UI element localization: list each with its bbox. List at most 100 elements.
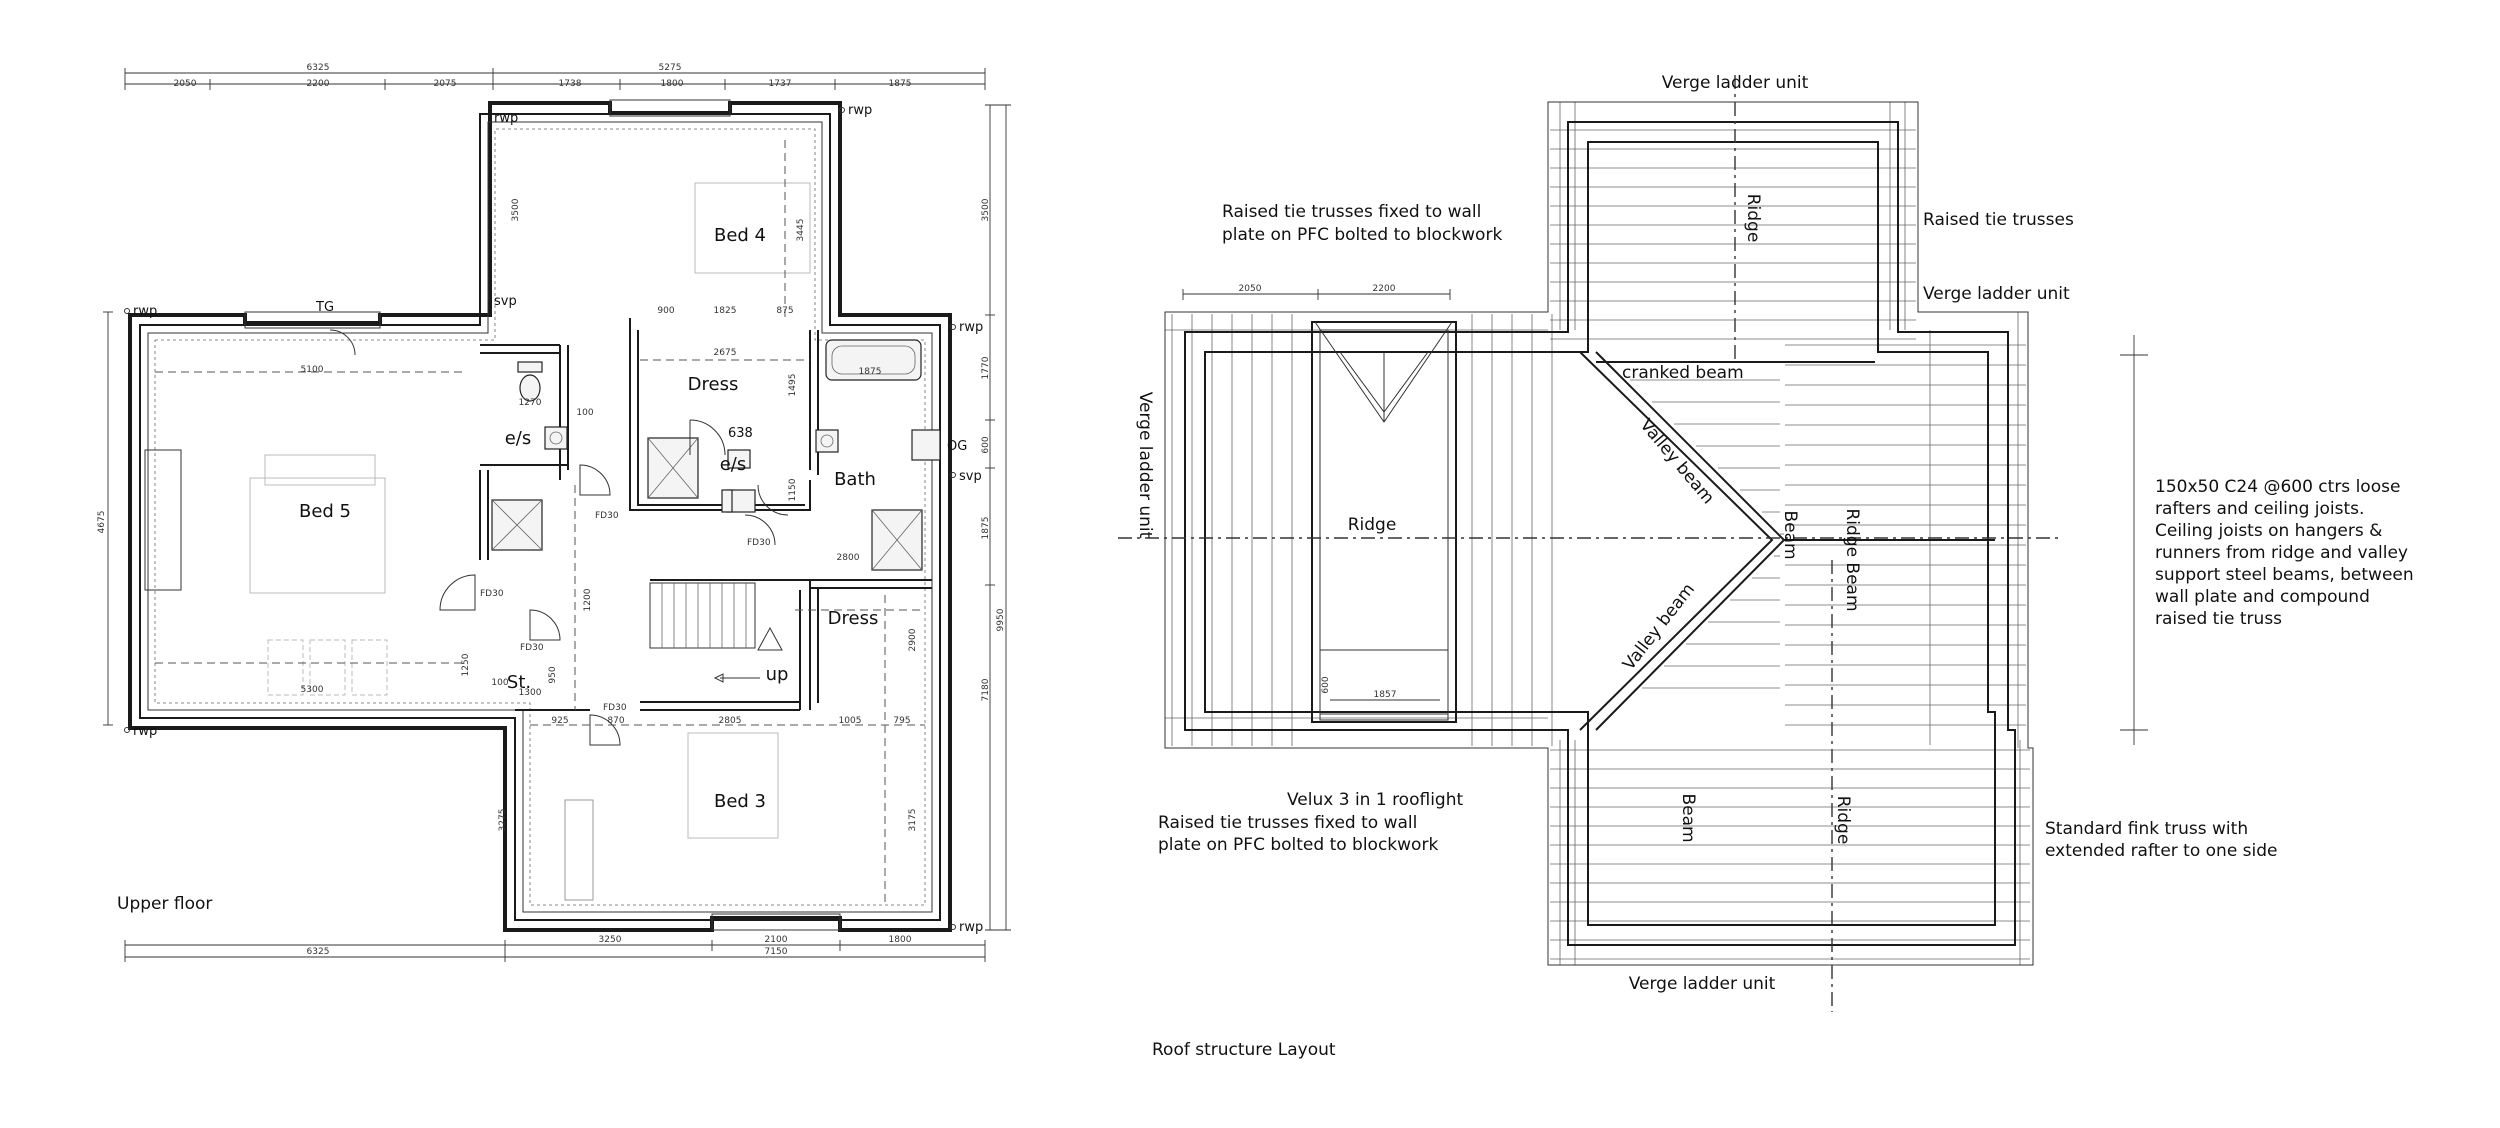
dim-top-total-left: 6325	[307, 63, 330, 73]
rwp-tag: rwp	[848, 103, 872, 118]
velux-rooflight-zone: 1857 600	[1311, 321, 1457, 723]
rwp-tag: rwp	[133, 304, 157, 319]
dim-top-seg: 2200	[307, 79, 330, 89]
dim-bot-seg: 1800	[889, 935, 912, 945]
label-ridge-top: Ridge	[1743, 194, 1763, 243]
stair-up-label: up	[766, 664, 789, 685]
fire-door-tag: FD30	[747, 538, 771, 548]
dim-mid: 870	[607, 716, 624, 726]
label-verge-right: Verge ladder unit	[1923, 284, 2070, 304]
roof-caption: Roof structure Layout	[1152, 1040, 1336, 1060]
dim-mid: 1250	[461, 653, 471, 676]
spec-line-5: support steel beams, between	[2155, 565, 2414, 585]
rafter-grid	[1165, 102, 2030, 965]
dim-mid: 1875	[859, 367, 882, 377]
dim-bed5-w: 5100	[301, 365, 324, 375]
external-walls	[128, 99, 952, 932]
og-tag: OG	[947, 439, 967, 454]
dim-mid: 875	[776, 306, 793, 316]
dim-top-seg: 2050	[174, 79, 197, 89]
label-cranked-beam: cranked beam	[1622, 363, 1744, 383]
label-verge-left: Verge ladder unit	[1135, 392, 1155, 539]
dim-mid: 1005	[839, 716, 862, 726]
dim-mid: 900	[657, 306, 674, 316]
dim-mid: 795	[893, 716, 910, 726]
label-verge-bottom: Verge ladder unit	[1629, 974, 1776, 994]
dim-mid: 2800	[837, 553, 860, 563]
dim-right-seg: 3500	[981, 198, 991, 221]
label-beam-2: Beam	[1678, 793, 1698, 842]
fire-door-tag: FD30	[595, 511, 619, 521]
dim-mid: 100	[491, 678, 508, 688]
label-valley-beam-2: Valley beam	[1619, 580, 1699, 675]
svp-tag: svp	[494, 294, 517, 309]
dim-mid: 1495	[788, 374, 798, 397]
svp-tag: svp	[959, 469, 982, 484]
room-ensuite-2: e/s	[720, 454, 747, 475]
label-velux: Velux 3 in 1 rooflight	[1287, 790, 1463, 810]
dim-mid: 1150	[788, 478, 798, 501]
bottom-dimension-chain: 3250 2100 1800 6325 7150	[124, 935, 986, 962]
label-raised-fixed-top-2: plate on PFC bolted to blockwork	[1222, 225, 1502, 245]
roof-right-dimension	[2120, 335, 2148, 745]
roof-outline	[1164, 101, 2034, 966]
spec-line-3: Ceiling joists on hangers &	[2155, 521, 2382, 541]
spec-line-1: 150x50 C24 @600 ctrs loose	[2155, 477, 2400, 497]
valley-beams	[1579, 351, 1995, 731]
roof-dim: 2200	[1373, 284, 1396, 294]
door-swings	[329, 329, 789, 746]
label-fink-2: extended rafter to one side	[2045, 841, 2278, 861]
room-dress-1: Dress	[688, 374, 739, 395]
fire-door-tag: FD30	[603, 703, 627, 713]
dim-top-seg: 1875	[889, 79, 912, 89]
dim-mid: 950	[548, 666, 558, 683]
dim-bed5-w2: 5300	[301, 685, 324, 695]
roof-dimension-chain: 2050 2200	[1182, 284, 1451, 300]
dim-mid: 2900	[908, 628, 918, 651]
spec-line-7: raised tie truss	[2155, 609, 2282, 629]
rooflight-dim: 1857	[1374, 690, 1397, 700]
dim-top-seg: 2075	[434, 79, 457, 89]
dim-mid: 1300	[519, 688, 542, 698]
ridge-centrelines	[1118, 75, 2060, 1012]
dim-mid: 925	[551, 716, 568, 726]
dim-638: 638	[728, 426, 753, 441]
dim-bed3-h: 3275	[498, 809, 508, 832]
dim-bot-seg: 3250	[599, 935, 622, 945]
dim-right-seg: 1875	[981, 517, 991, 540]
interior-dimensions: 3500 3445 5100 5300 900 1825 875 2675 14…	[301, 198, 918, 831]
dim-mid: 1270	[519, 398, 542, 408]
label-ridge-left: Ridge	[1348, 515, 1397, 535]
spec-line-6: wall plate and compound	[2155, 587, 2370, 607]
dim-right-seg: 7180	[981, 678, 991, 701]
dim-bed4-h: 3500	[511, 198, 521, 221]
tg-tag: TG	[315, 300, 334, 315]
room-dress-2: Dress	[828, 608, 879, 629]
dim-bed4-w: 3445	[796, 219, 806, 242]
label-beam-1: Beam	[1780, 510, 1800, 559]
room-bed5: Bed 5	[299, 501, 351, 522]
label-verge-top: Verge ladder unit	[1662, 73, 1809, 93]
rwp-tag: rwp	[959, 320, 983, 335]
room-bed3: Bed 3	[714, 791, 766, 812]
plan-tags: rwp rwp rwp rwp rwp rwp svp svp TG OG FD…	[124, 103, 983, 935]
room-bath: Bath	[834, 469, 876, 490]
spec-line-4: runners from ridge and valley	[2155, 543, 2408, 563]
top-dimension-chain: 6325 5275 2050 2200 2075 1738 1800 1737 …	[124, 63, 986, 90]
roof-dim: 2050	[1239, 284, 1262, 294]
dim-top-seg: 1737	[769, 79, 792, 89]
dim-bot-total-right: 7150	[765, 947, 788, 957]
dim-bed3-w: 3175	[908, 809, 918, 832]
label-raised-fixed-top-1: Raised tie trusses fixed to wall	[1222, 202, 1481, 222]
dim-mid: 2805	[719, 716, 742, 726]
label-raised-fixed-bot-2: plate on PFC bolted to blockwork	[1158, 835, 1438, 855]
dim-mid: 1825	[714, 306, 737, 316]
upper-floor-caption: Upper floor	[117, 894, 212, 914]
rooflight-dim: 600	[1321, 676, 1331, 693]
dim-top-seg: 1738	[559, 79, 582, 89]
dim-right-total: 9950	[996, 608, 1006, 631]
room-bed4: Bed 4	[714, 225, 766, 246]
furniture-beds	[249, 182, 811, 901]
